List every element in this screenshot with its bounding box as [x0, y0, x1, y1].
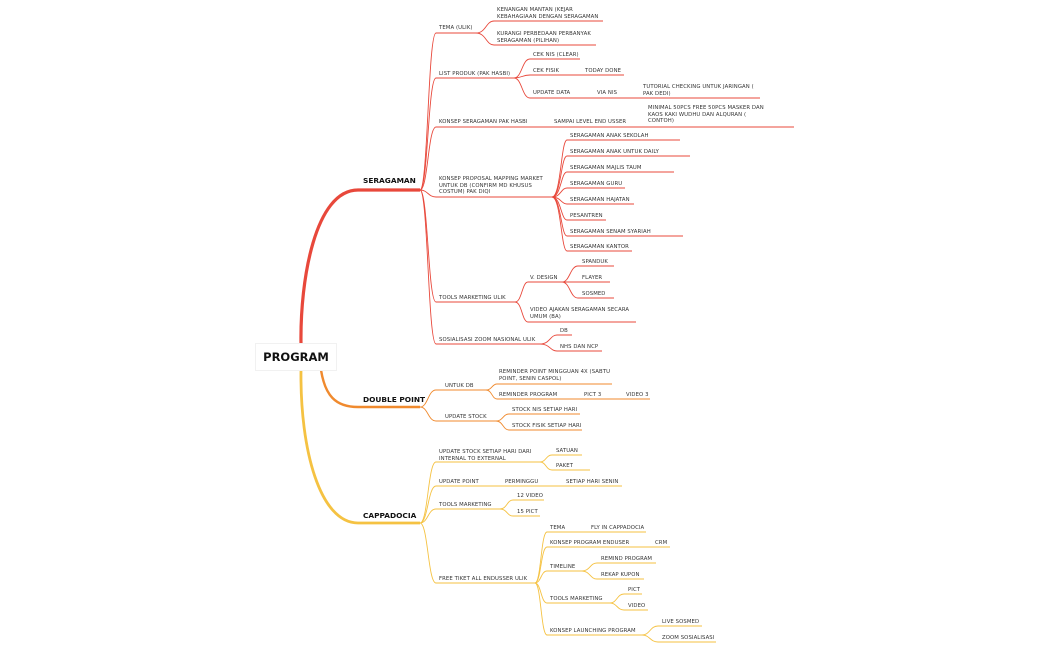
node-stock-fisik[interactable]: STOCK FISIK SETIAP HARI	[512, 423, 582, 429]
node-reminder-point-text: REMINDER POINT MINGGUAN 4X (SABTU POINT,…	[499, 369, 611, 382]
branch-cappadocia[interactable]: CAPPADOCIA	[363, 511, 417, 520]
node-via-nis[interactable]: VIA NIS	[597, 90, 618, 96]
trunk-seragaman	[299, 188, 420, 345]
node-tema-kurangi[interactable]: KURANGI PERBEDAAN PERBANYAK SERAGAMAN (P…	[497, 31, 597, 44]
node-tema-kenangan[interactable]: KENANGAN MANTAN (KEJAR KEBAHAGIAAN DENGA…	[497, 7, 603, 20]
node-v-design[interactable]: V. DESIGN	[530, 275, 558, 281]
node-konsep-proposal[interactable]: KONSEP PROPOSAL MAPPING MARKET UNTUK DB …	[439, 176, 549, 196]
node-update-stock-cp[interactable]: UPDATE STOCK SETIAP HARI DARI INTERNAL T…	[439, 449, 539, 462]
node-tema-kenangan-text: KENANGAN MANTAN (KEJAR KEBAHAGIAAN DENGA…	[497, 7, 599, 20]
node-pict-3[interactable]: PICT 3	[584, 392, 602, 398]
node-db[interactable]: DB	[560, 328, 568, 334]
node-perminggu[interactable]: PERMINGGU	[505, 479, 539, 485]
node-sampai-level[interactable]: SAMPAI LEVEL END USSER	[554, 119, 627, 125]
trunk-double-point	[319, 369, 420, 409]
node-seragaman-anak-sekolah[interactable]: SERAGAMAN ANAK SEKOLAH	[570, 133, 649, 139]
node-seragaman-kantor[interactable]: SERAGAMAN KANTOR	[570, 244, 629, 250]
node-spanduk[interactable]: SPANDUK	[582, 259, 608, 265]
node-konsep-proposal-text: KONSEP PROPOSAL MAPPING MARKET UNTUK DB …	[439, 176, 543, 196]
node-untuk-db[interactable]: UNTUK DB	[445, 383, 474, 389]
node-video-3[interactable]: VIDEO 3	[626, 392, 649, 398]
node-video[interactable]: VIDEO	[628, 603, 646, 609]
node-sosmed[interactable]: SOSMED	[582, 291, 606, 297]
node-update-point[interactable]: UPDATE POINT	[439, 479, 479, 485]
node-update-stock-dp[interactable]: UPDATE STOCK	[445, 414, 487, 420]
node-zoom-sosialisasi[interactable]: ZOOM SOSIALISASI	[662, 635, 715, 641]
node-tutorial-text: TUTORIAL CHECKING UNTUK JARINGAN ( PAK D…	[643, 84, 754, 97]
node-list-produk[interactable]: LIST PRODUK (PAK HASBI)	[439, 71, 511, 77]
node-sosialisasi[interactable]: SOSIALISASI ZOOM NASIONAL ULIK	[439, 337, 536, 343]
node-stock-nis[interactable]: STOCK NIS SETIAP HARI	[512, 407, 578, 413]
node-pesantren[interactable]: PESANTREN	[570, 213, 603, 219]
node-tutorial[interactable]: TUTORIAL CHECKING UNTUK JARINGAN ( PAK D…	[643, 84, 758, 97]
node-video-ajakan-text: VIDEO AJAKAN SERAGAMAN SECARA UMUM (BA)	[530, 307, 630, 320]
node-tools-marketing-cp[interactable]: TOOLS MARKETING	[439, 502, 492, 508]
branch-double-point[interactable]: DOUBLE POINT	[363, 395, 426, 404]
node-rekap-kupon[interactable]: REKAP KUPON	[601, 572, 640, 578]
node-free-tiket[interactable]: FREE TIKET ALL ENDUSSER ULIK	[439, 576, 528, 582]
node-tema-kurangi-text: KURANGI PERBEDAAN PERBANYAK SERAGAMAN (P…	[497, 31, 591, 44]
node-minimal[interactable]: MINIMAL 50PCS FREE 50PCS MASKER DAN KAOS…	[648, 105, 768, 125]
node-update-data[interactable]: UPDATE DATA	[533, 90, 571, 96]
node-12-video[interactable]: 12 VIDEO	[517, 493, 544, 499]
node-nhs-ncp[interactable]: NHS DAN NCP	[560, 344, 599, 350]
node-tema[interactable]: TEMA (ULIK)	[439, 25, 473, 31]
node-pict[interactable]: PICT	[628, 587, 641, 593]
root-node[interactable]: PROGRAM	[256, 344, 336, 370]
node-update-stock-cp-text: UPDATE STOCK SETIAP HARI DARI INTERNAL T…	[439, 449, 532, 462]
node-seragaman-anak-daily[interactable]: SERAGAMAN ANAK UNTUK DAILY	[570, 149, 660, 155]
node-konsep-program[interactable]: KONSEP PROGRAM ENDUSER	[550, 540, 630, 546]
node-tools-marketing-ulik[interactable]: TOOLS MARKETING ULIK	[439, 295, 506, 301]
node-tools-marketing-ft[interactable]: TOOLS MARKETING	[550, 596, 603, 602]
node-seragaman-majlis[interactable]: SERAGAMAN MAJLIS TAUM	[570, 165, 642, 171]
node-cek-fisik[interactable]: CEK FISIK	[533, 68, 560, 74]
node-today-done[interactable]: TODAY DONE	[585, 68, 622, 74]
trunk-cappadocia	[299, 369, 420, 525]
node-tema-cp[interactable]: TEMA	[550, 525, 566, 531]
node-live-sosmed[interactable]: LIVE SOSMED	[662, 619, 700, 625]
node-15-pict[interactable]: 15 PICT	[517, 509, 538, 515]
node-satuan[interactable]: SATUAN	[556, 448, 578, 454]
node-konsep-seragaman[interactable]: KONSEP SERAGAMAN PAK HASBI	[439, 119, 528, 125]
node-cek-nis[interactable]: CEK NIS (CLEAR)	[533, 52, 579, 58]
node-minimal-text: MINIMAL 50PCS FREE 50PCS MASKER DAN KAOS…	[648, 105, 764, 125]
node-video-ajakan[interactable]: VIDEO AJAKAN SERAGAMAN SECARA UMUM (BA)	[530, 307, 636, 320]
node-remind-program[interactable]: REMIND PROGRAM	[601, 556, 653, 562]
node-reminder-point[interactable]: REMINDER POINT MINGGUAN 4X (SABTU POINT,…	[499, 369, 611, 382]
node-timeline[interactable]: TIMELINE	[550, 564, 576, 570]
node-seragaman-senam[interactable]: SERAGAMAN SENAM SYARIAH	[570, 229, 651, 235]
branch-seragaman[interactable]: SERAGAMAN	[363, 176, 416, 185]
node-fly-cappadocia[interactable]: FLY IN CAPPADOCIA	[591, 525, 645, 531]
node-setiap-hari-senin[interactable]: SETIAP HARI SENIN	[566, 479, 619, 485]
node-reminder-program[interactable]: REMINDER PROGRAM	[499, 392, 558, 398]
node-seragaman-guru[interactable]: SERAGAMAN GURU	[570, 181, 623, 187]
node-crm[interactable]: CRM	[655, 540, 668, 546]
node-flayer[interactable]: FLAYER	[582, 275, 603, 281]
node-konsep-launching[interactable]: KONSEP LAUNCHING PROGRAM	[550, 628, 636, 634]
node-paket[interactable]: PAKET	[556, 463, 574, 469]
node-seragaman-hajatan[interactable]: SERAGAMAN HAJATAN	[570, 197, 630, 203]
